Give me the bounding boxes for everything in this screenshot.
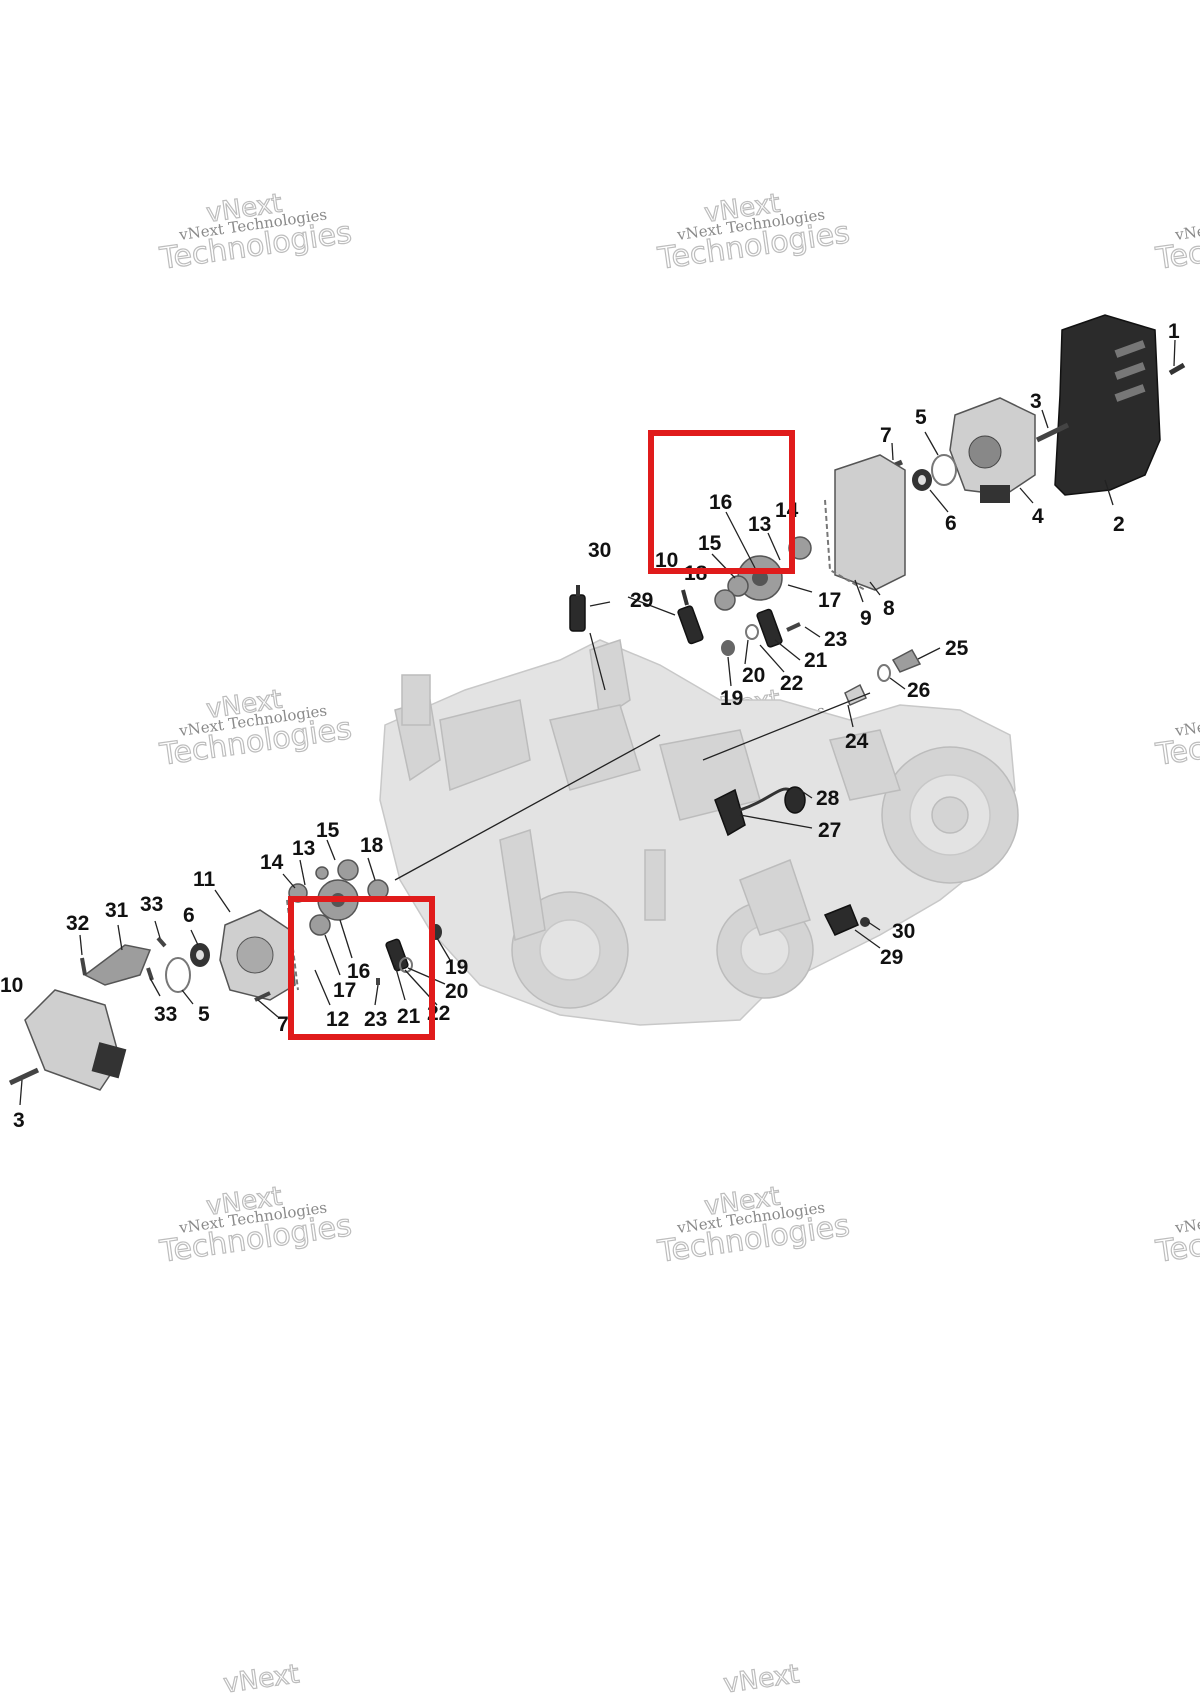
callout-label: 24 (845, 730, 869, 753)
callouts-bottom: 15 13 18 14 11 33 31 32 6 10 16 17 19 20… (0, 819, 468, 1132)
callout-label: 9 (860, 607, 872, 630)
callout-label: 28 (816, 787, 840, 810)
callout-label: 4 (1032, 505, 1044, 528)
engine-block-ghost (379, 639, 1019, 1026)
callout-label: 14 (775, 499, 799, 522)
callout-label: 17 (818, 589, 841, 612)
callout-label: 8 (883, 597, 895, 620)
callout-label: 6 (183, 904, 195, 927)
sensor (569, 594, 586, 632)
callout-label: 23 (364, 1008, 387, 1031)
callout-label: 1 (1168, 320, 1180, 343)
callout-label: 3 (13, 1109, 25, 1132)
parts-top (569, 314, 1186, 936)
callout-label: 14 (260, 851, 284, 874)
callout-label: 27 (818, 819, 841, 842)
callout-label: 29 (630, 589, 653, 612)
watermark: vNext Technologies Technologies (1152, 701, 1200, 773)
callout-label: 5 (198, 1003, 210, 1026)
connector (714, 788, 746, 837)
highlight-box-top (648, 430, 795, 574)
callout-label: 30 (588, 539, 611, 562)
callout-label: 21 (397, 1005, 421, 1028)
callout-label: 12 (326, 1008, 349, 1031)
watermark: vNext (221, 1659, 302, 1696)
callout-label: 21 (804, 649, 828, 672)
callout-label: 16 (347, 960, 370, 983)
watermark: vNext vNext Technologies Technologies (654, 1181, 852, 1270)
callout-label: 30 (892, 920, 915, 943)
callout-label: 22 (780, 672, 803, 695)
callout-label: 10 (655, 549, 678, 572)
callout-label: 33 (154, 1003, 177, 1026)
callout-label: 7 (880, 424, 892, 447)
callout-label: 17 (333, 979, 356, 1002)
callout-label: 2 (1113, 513, 1125, 536)
callout-label: 7 (277, 1013, 289, 1036)
callout-label: 23 (824, 628, 847, 651)
callout-label: 13 (292, 837, 315, 860)
callout-label: 15 (316, 819, 340, 842)
callout-label: 6 (945, 512, 957, 535)
callout-label: 32 (66, 912, 89, 935)
pump-housing (834, 454, 906, 591)
watermark-large-top: vNext (222, 1659, 301, 1696)
callout-label: 31 (105, 899, 129, 922)
watermark-large-top: vNext (722, 1659, 801, 1696)
ghost-block (401, 674, 431, 726)
callout-label: 5 (915, 406, 927, 429)
watermark: vNext vNext Technologies Technologies (156, 188, 354, 277)
watermark: vNext (721, 1659, 802, 1696)
callout-label: 18 (360, 834, 384, 857)
watermark: vNext vNext Technologies Technologies (654, 188, 852, 277)
callout-label: 25 (945, 637, 969, 660)
leader-lines (19, 339, 1176, 1106)
watermark: vNext Technologies Technologies (1152, 205, 1200, 277)
callout-label: 15 (698, 532, 722, 555)
callout-label: 13 (748, 513, 771, 536)
cover-plate (1054, 314, 1161, 496)
callout-label: 33 (140, 893, 163, 916)
callout-label: 26 (907, 679, 930, 702)
watermark: vNext vNext Technologies Technologies (156, 684, 354, 773)
highlight-box-bottom (288, 896, 435, 1040)
callout-label: 20 (445, 980, 468, 1003)
callout-label: 16 (709, 491, 732, 514)
callout-label: 11 (193, 868, 216, 891)
callout-label: 20 (742, 664, 765, 687)
callouts-top: 1 2 3 5 4 7 6 16 13 14 15 10 18 8 9 17 3… (588, 320, 1180, 969)
callout-label: 29 (880, 946, 903, 969)
control-module-left (24, 989, 121, 1091)
callout-label: 19 (720, 687, 743, 710)
callout-label: 3 (1030, 390, 1042, 413)
watermark: vNext vNext Technologies Technologies (156, 1181, 354, 1270)
callout-label: 10 (0, 974, 23, 997)
watermark: vNext Technologies Technologies (1152, 1198, 1200, 1270)
callout-label: 19 (445, 956, 468, 979)
bolt (1168, 362, 1186, 376)
